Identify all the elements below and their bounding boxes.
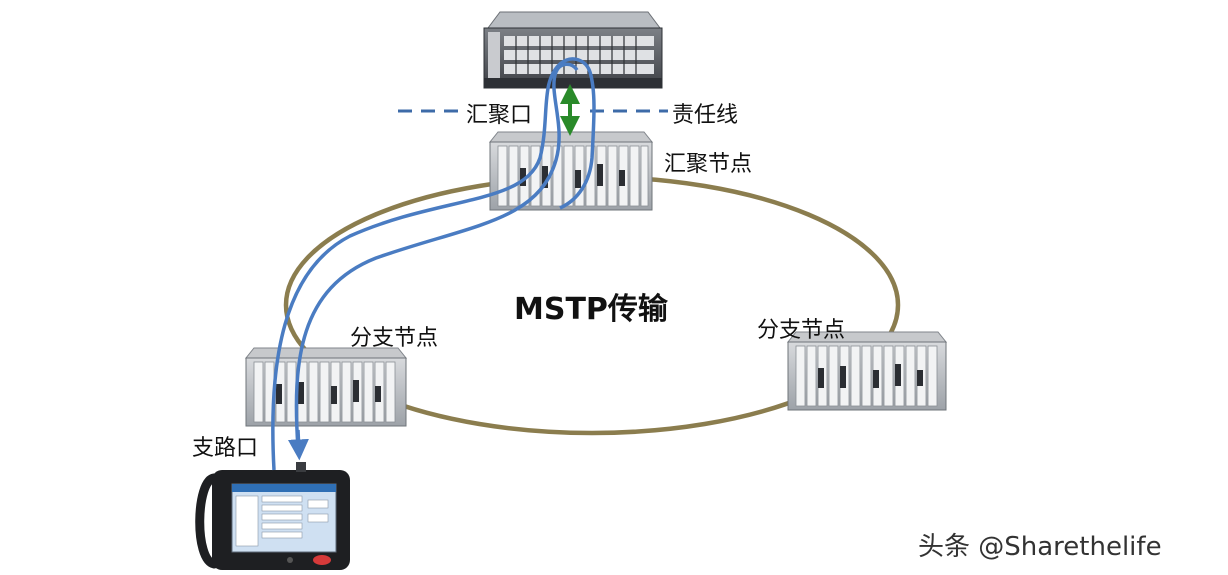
branch-node-left-label: 分支节点 — [350, 326, 439, 351]
cable-arrowhead — [287, 429, 309, 461]
mstp-equipment-icon — [488, 131, 654, 211]
cable-outer — [271, 57, 596, 471]
mstp-equipment-icon — [244, 347, 408, 427]
watermark: 头条 @Sharethelife — [918, 532, 1162, 562]
diagram-title: MSTP传输 — [514, 292, 668, 327]
handheld-tester-icon — [195, 462, 350, 570]
core-switch-icon — [483, 11, 663, 89]
branch-node-right-label: 分支节点 — [757, 318, 846, 343]
mstp-equipment-icon — [786, 331, 948, 411]
responsibility-line-label: 责任线 — [672, 103, 739, 128]
aggregation-node-label: 汇聚节点 — [664, 152, 753, 177]
tributary-port-label: 支路口 — [192, 436, 259, 461]
cable-inner — [294, 62, 579, 449]
aggregation-port-label: 汇聚口 — [466, 103, 533, 128]
